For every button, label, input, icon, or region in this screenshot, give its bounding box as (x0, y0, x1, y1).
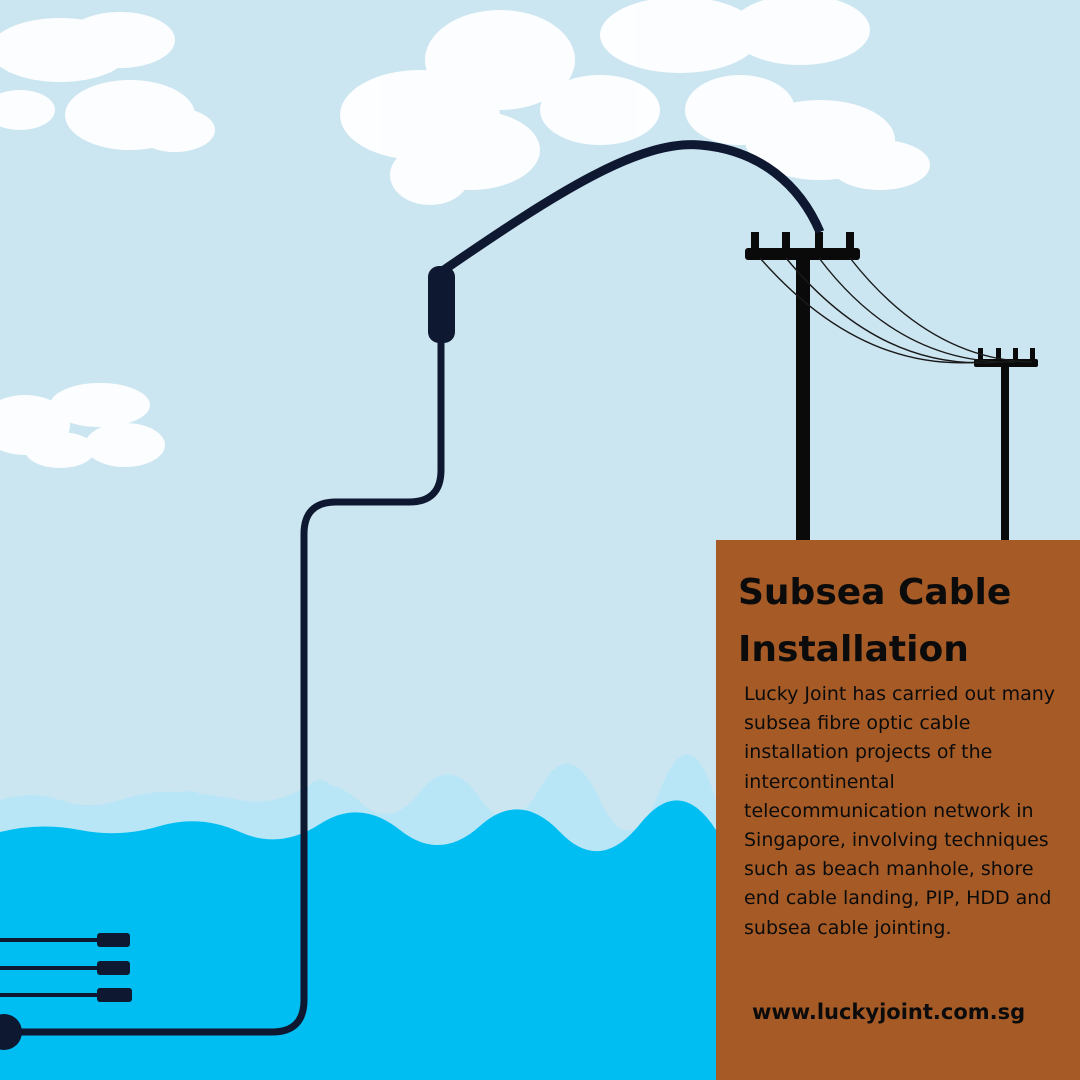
cloud-icon (340, 10, 660, 205)
cable-joint-icon (428, 266, 455, 343)
cable-end-icon (0, 1014, 22, 1050)
website-link[interactable]: www.luckyjoint.com.sg (752, 1000, 1026, 1024)
cable-connector-icon (0, 933, 132, 1002)
info-panel: Subsea Cable Installation Lucky Joint ha… (716, 540, 1080, 1080)
panel-description: Lucky Joint has carried out many subsea … (744, 683, 1056, 939)
cloud-icon (0, 12, 215, 152)
sea (0, 754, 716, 1080)
subsea-cable-icon (12, 140, 825, 1036)
panel-title: Subsea Cable Installation (738, 572, 1012, 670)
cloud-icon (0, 383, 165, 468)
cloud-icon (600, 0, 930, 190)
utility-pole-icon (745, 232, 860, 540)
power-lines (759, 257, 1033, 364)
